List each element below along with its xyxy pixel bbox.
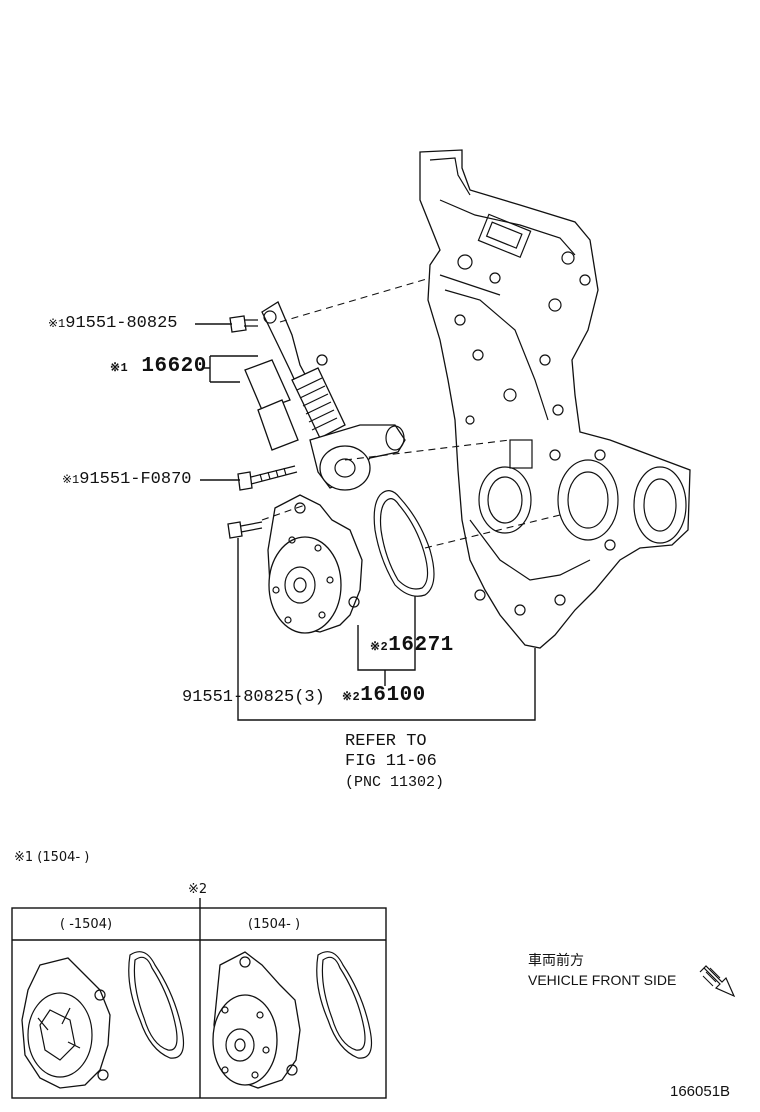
callout-bolt-mid[interactable]: ※191551-F0870 — [62, 470, 191, 490]
front-direction-arrow-icon — [699, 965, 736, 998]
direction-label-japanese: 車両前方 — [528, 952, 584, 968]
callout-gasket[interactable]: ※216271 — [370, 634, 454, 657]
callout-mark: ※1 — [62, 473, 80, 487]
part-number: 91551-F0870 — [79, 470, 192, 489]
callout-bolt-pump[interactable]: 91551-80825(3) — [182, 688, 325, 708]
callout-tensioner[interactable]: ※1 16620 — [110, 355, 207, 378]
variant-right-header: (1504- ) — [248, 917, 301, 932]
footnote-1: ※1 (1504- ) — [14, 850, 90, 865]
part-number: 91551-80825 — [65, 314, 178, 333]
part-number: 16271 — [388, 634, 454, 657]
water-pump-variant-old — [21, 951, 185, 1089]
timing-chain-cover — [419, 149, 691, 649]
footnote-2-mark: ※2 — [188, 882, 208, 897]
callout-bolt-top[interactable]: ※191551-80825 — [48, 314, 177, 334]
part-number: 16100 — [360, 684, 426, 707]
part-number: 16620 — [141, 355, 207, 378]
chain-tensioner — [244, 301, 406, 491]
callout-mark: ※1 — [48, 317, 66, 331]
callout-mark: ※2 — [370, 640, 389, 654]
direction-label-english: VEHICLE FRONT SIDE — [528, 972, 677, 988]
water-pump-gasket — [373, 490, 435, 597]
callout-mark: ※1 — [110, 361, 129, 375]
water-pump-variant-new — [212, 951, 373, 1089]
callout-mark: ※2 — [342, 690, 361, 704]
bolt-top-icon — [229, 315, 258, 333]
bolt-pump-icon — [227, 521, 263, 539]
part-number: 91551-80825(3) — [182, 688, 325, 707]
bolt-mid-icon — [237, 465, 298, 491]
refer-line-1: REFER TO — [345, 732, 427, 751]
figure-id: 166051B — [670, 1083, 731, 1100]
refer-line-2: FIG 11-06 — [345, 752, 437, 771]
variant-left-header: ( -1504) — [60, 917, 113, 932]
callout-water-pump[interactable]: ※216100 — [342, 684, 426, 707]
water-pump — [267, 494, 363, 634]
refer-line-3: (PNC 11302) — [345, 774, 445, 791]
